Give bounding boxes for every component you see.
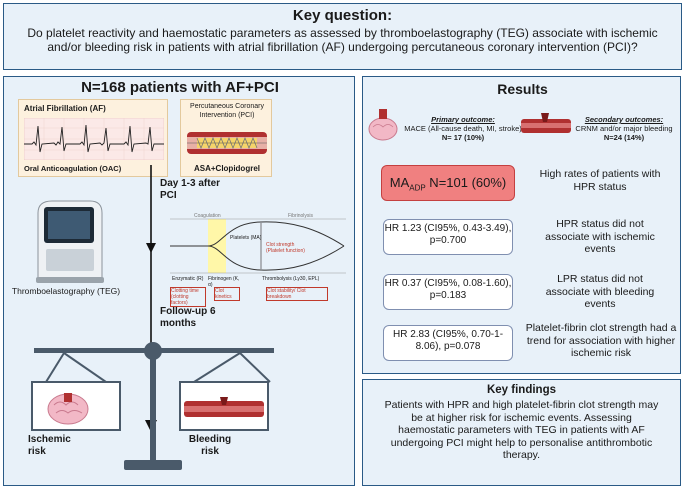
teg-bottom-label-2: Fibrinogen (K, α) (208, 276, 240, 288)
teg-box-1: Clotting time (clotting factors) (170, 287, 206, 307)
primary-outcome: Primary outcome: MACE (All-cause death, … (399, 115, 527, 142)
teg-bottom-label-3: Thrombolysis (Ly30, EPL) (262, 276, 320, 282)
pci-card: Percutaneous Coronary Intervention (PCI)… (180, 99, 272, 177)
mapadp-sub: ADP (409, 183, 426, 193)
cohort-title: N=168 patients with AF+PCI (81, 79, 279, 96)
cohort-panel: N=168 patients with AF+PCI Atrial Fibril… (3, 76, 355, 486)
mapadp-rest: N=101 (60%) (425, 175, 507, 190)
af-card-caption: Oral Anticoagulation (OAC) (24, 164, 122, 173)
scale-label-ischemic: Ischemic risk (28, 434, 71, 457)
pci-card-title: Percutaneous Coronary Intervention (PCI) (190, 103, 264, 119)
scale-label-bleeding: Bleeding risk (188, 434, 232, 457)
results-title: Results (497, 81, 548, 97)
teg-box-3: Clot stability/ Clot breakdown (266, 287, 328, 301)
secondary-outcome-label: Secondary outcomes: (584, 115, 664, 124)
mapadp-box: MAADP N=101 (60%) (381, 165, 515, 201)
hr-box-3: HR 2.83 (CI95%, 0.70-1-8.06), p=0.078 (383, 325, 513, 361)
hr-box-2: HR 0.37 (CI95%, 0.08-1.60), p=0.183 (383, 274, 513, 310)
teg-inner-label-2: Clot strength (Platelet function) (266, 242, 305, 254)
hr-box-1: HR 1.23 (CI95%, 0.43-3.49), p=0.700 (383, 219, 513, 255)
primary-outcome-desc: MACE (All-cause death, MI, stroke) (404, 124, 522, 133)
vessel-icon (521, 113, 571, 133)
secondary-outcome-n: N=24 (14%) (603, 133, 645, 142)
teg-device-label: Thromboelastography (TEG) (11, 286, 121, 296)
finding-note-1: High rates of patients with HPR status (539, 168, 661, 193)
key-question-title: Key question: (292, 7, 393, 24)
key-findings-title: Key findings (486, 384, 556, 396)
primary-outcome-label: Primary outcome: (431, 115, 495, 124)
secondary-outcome: Secondary outcomes: CRNM and/or major bl… (567, 115, 681, 142)
teg-trace-graphic (170, 218, 346, 274)
brain-icon (368, 109, 398, 141)
stent-icon (187, 132, 267, 154)
brain-icon (47, 393, 89, 425)
finding-note-4: Platelet-fibrin clot strength had a tren… (525, 322, 677, 359)
mapadp-main: MA (389, 175, 410, 190)
pci-card-caption: ASA+Clopidogrel (193, 164, 260, 173)
key-findings-text: Patients with HPR and high platelet-fibr… (384, 399, 659, 461)
timeline-step1: Day 1-3 after PCI (160, 178, 221, 201)
teg-box-2: Clot kinetics (214, 287, 240, 301)
finding-note-2: HPR status did not associate with ischem… (545, 218, 655, 255)
teg-trace-diagram: Coagulation Fibrinolysis Platelets (MA) … (166, 213, 348, 307)
af-card-title: Atrial Fibrillation (AF) (24, 104, 106, 113)
key-question-text: Do platelet reactivity and haemostatic p… (27, 26, 658, 54)
teg-bottom-label-1: Enzymatic (R) (172, 276, 204, 282)
teg-device-icon (36, 200, 104, 283)
finding-note-3: LPR status did not associate with bleedi… (545, 273, 655, 310)
results-panel: Results Primary outcome: MACE (All-cause… (362, 76, 681, 374)
teg-top-label-1: Coagulation (194, 213, 221, 219)
teg-inner-label-1: Platelets (MA) (230, 235, 262, 241)
timeline-step2: Follow-up 6 months (160, 306, 216, 329)
vessel-icon (184, 397, 264, 417)
key-findings-panel: Key findings Patients with HPR and high … (362, 379, 681, 486)
primary-outcome-n: N= 17 (10%) (441, 133, 485, 142)
ecg-icon (24, 118, 164, 160)
teg-top-label-2: Fibrinolysis (288, 213, 314, 219)
af-card: Atrial Fibrillation (AF) Oral Anticoagul… (18, 99, 168, 177)
key-question-panel: Key question: Do platelet reactivity and… (3, 3, 682, 70)
secondary-outcome-desc: CRNM and/or major bleeding (575, 124, 673, 133)
